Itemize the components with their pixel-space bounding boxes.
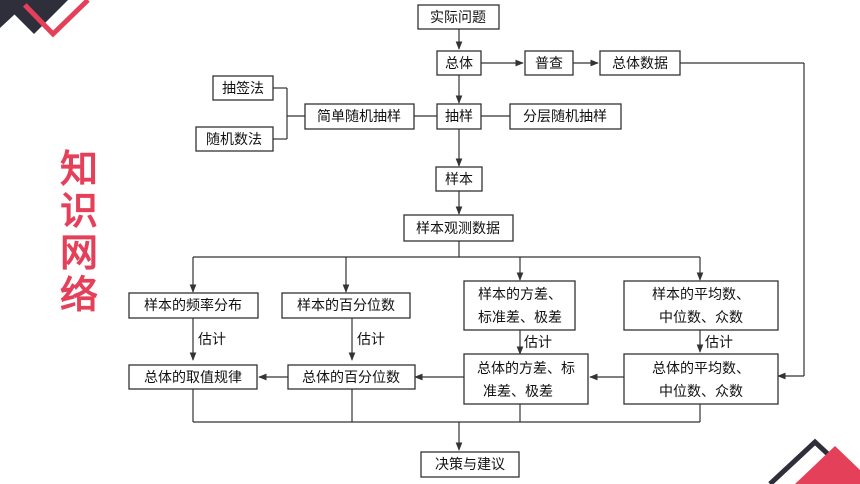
node-label-line: 样本的平均数、 bbox=[652, 287, 750, 303]
title-char: 网 bbox=[59, 231, 98, 275]
node-decision: 决策与建议 bbox=[420, 451, 520, 478]
estimate-label: 估计 bbox=[357, 332, 385, 348]
node-population-variance: 总体的方差、标 准差、极差 bbox=[463, 353, 589, 405]
node-population: 总体 bbox=[436, 50, 482, 76]
node-sample-frequency: 样本的频率分布 bbox=[128, 292, 259, 319]
node-label: 样本的百分位数 bbox=[297, 298, 395, 314]
connectors bbox=[189, 29, 805, 451]
node-stratified-sampling: 分层随机抽样 bbox=[509, 103, 622, 130]
node-label: 样本的频率分布 bbox=[144, 297, 242, 314]
node-observed-data: 样本观测数据 bbox=[403, 214, 514, 242]
node-census: 普查 bbox=[524, 50, 574, 76]
section-title: 知 识 网 络 bbox=[57, 148, 101, 316]
node-label: 总体数据 bbox=[612, 56, 668, 72]
node-sample: 样本 bbox=[435, 166, 483, 192]
bottom-right-decoration bbox=[768, 438, 860, 484]
node-label: 普查 bbox=[535, 56, 563, 72]
node-population-law: 总体的取值规律 bbox=[128, 364, 258, 390]
node-label-line: 中位数、众数 bbox=[659, 384, 743, 400]
node-sample-variance: 样本的方差、 标准差、极差 bbox=[463, 280, 576, 331]
node-population-data: 总体数据 bbox=[599, 50, 681, 76]
node-sampling: 抽样 bbox=[436, 103, 482, 130]
title-char: 络 bbox=[59, 273, 98, 317]
node-population-percentile: 总体的百分位数 bbox=[287, 364, 416, 390]
node-sample-mean: 样本的平均数、 中位数、众数 bbox=[623, 280, 779, 331]
estimate-label: 估计 bbox=[705, 335, 733, 351]
node-label-line: 总体的方差、标 bbox=[477, 361, 575, 377]
node-label-line: 样本的方差、 bbox=[478, 287, 562, 303]
node-label: 总体 bbox=[445, 56, 473, 72]
estimate-label: 估计 bbox=[198, 332, 226, 348]
node-label: 简单随机抽样 bbox=[317, 108, 401, 125]
title-char: 识 bbox=[59, 189, 98, 233]
node-label-line: 总体的平均数、 bbox=[652, 361, 750, 377]
node-population-mean: 总体的平均数、 中位数、众数 bbox=[623, 353, 779, 405]
estimate-label: 估计 bbox=[524, 335, 552, 351]
top-left-decoration bbox=[0, 0, 90, 38]
node-simple-random-sampling: 简单随机抽样 bbox=[304, 103, 415, 130]
node-label: 总体的百分位数 bbox=[302, 370, 400, 386]
node-random-number: 随机数法 bbox=[195, 126, 274, 152]
node-label: 样本观测数据 bbox=[416, 221, 500, 237]
node-label: 随机数法 bbox=[206, 132, 262, 148]
node-lottery: 抽签法 bbox=[212, 75, 274, 101]
node-label: 分层随机抽样 bbox=[523, 109, 607, 125]
node-label-line: 中位数、众数 bbox=[659, 310, 743, 326]
node-real-problem: 实际问题 bbox=[417, 4, 500, 30]
node-label: 总体的取值规律 bbox=[144, 370, 242, 386]
title-char: 知 bbox=[59, 147, 98, 191]
node-label-line: 标准差、极差 bbox=[478, 310, 562, 326]
node-label: 抽样 bbox=[445, 109, 473, 125]
node-label: 抽签法 bbox=[222, 80, 264, 97]
node-label: 实际问题 bbox=[430, 10, 486, 26]
node-label: 样本 bbox=[445, 172, 473, 188]
node-label-line: 准差、极差 bbox=[483, 384, 553, 400]
node-sample-percentile: 样本的百分位数 bbox=[281, 292, 411, 319]
node-label: 决策与建议 bbox=[435, 456, 505, 473]
